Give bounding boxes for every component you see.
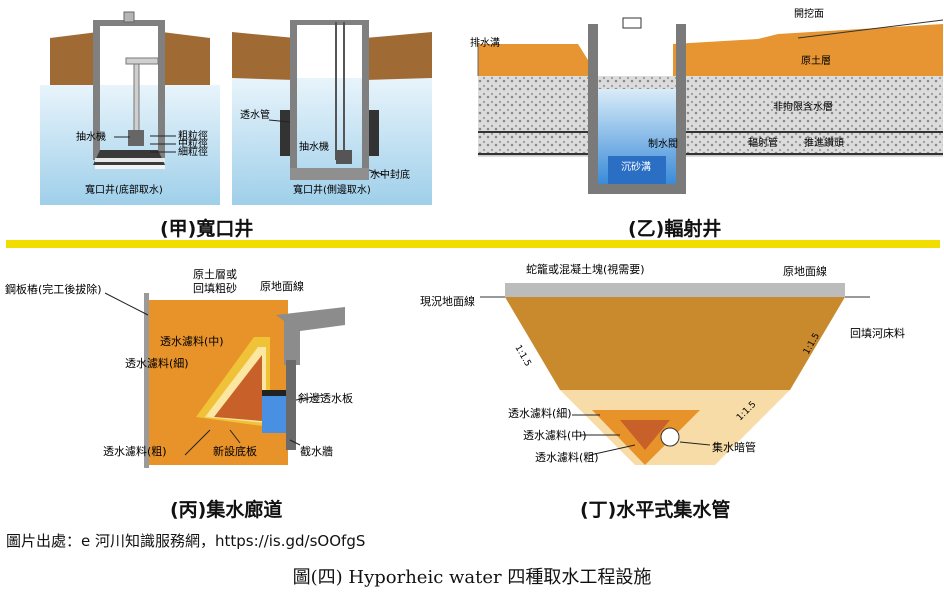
label-ground-line-c: 原地面線 bbox=[260, 279, 304, 293]
label-permeable-pipe: 透水管 bbox=[240, 108, 270, 121]
label-unconfined: 非拘限含水層 bbox=[773, 100, 833, 113]
label-bottom-intake: 寬口井(底部取水) bbox=[85, 183, 163, 196]
label-cutoff-wall: 截水牆 bbox=[300, 444, 333, 458]
caption-panel-a: (甲)寬口井 bbox=[160, 218, 254, 240]
image-source: 圖片出處：e 河川知識服務網，https://is.gd/sOOfgS bbox=[6, 532, 366, 550]
label-original-soil: 原土層 bbox=[801, 54, 831, 67]
label-collector: 集水暗管 bbox=[712, 440, 756, 454]
label-excavation: 開挖面 bbox=[794, 7, 824, 20]
caption-panel-d: (丁)水平式集水管 bbox=[580, 499, 731, 521]
label-ground-line-d: 原地面線 bbox=[783, 264, 827, 278]
label-sheet-pile: 鋼板樁(完工後拔除) bbox=[5, 282, 102, 296]
caption-panel-b: (乙)輻射井 bbox=[628, 218, 722, 240]
wide-well-side-intake bbox=[232, 20, 432, 205]
label-backfill-2: 回填粗砂 bbox=[193, 281, 237, 295]
label-slope-left: 1:1.5 bbox=[512, 344, 532, 369]
label-radial-pipe: 輻射管 bbox=[748, 136, 778, 149]
label-gate: 制水閥 bbox=[648, 137, 678, 150]
label-drill-head: 推進鑽頭 bbox=[804, 136, 844, 149]
label-underwater-seal: 水中封底 bbox=[370, 168, 410, 181]
caption-panel-c: (丙)集水廊道 bbox=[170, 499, 283, 521]
label-new-base: 新設底板 bbox=[213, 444, 257, 458]
label-filter-coarse-c: 透水濾料(粗) bbox=[103, 444, 167, 458]
panel-a-diagram: 抽水機 粗粒徑 中粒徑 細粒徑 寬口井(底部取水) 透水管 抽水機 水中封底 寬… bbox=[40, 11, 432, 205]
label-current-ground: 現況地面線 bbox=[420, 294, 475, 308]
label-sand-trap: 沉砂溝 bbox=[621, 160, 651, 173]
panel-c-diagram: 鋼板樁(完工後拔除) 原土層或 回填粗砂 原地面線 透水濾料(中) 透水濾料(細… bbox=[5, 268, 353, 468]
label-filter-fine-d: 透水濾料(細) bbox=[508, 406, 572, 420]
label-side-intake: 寬口井(側邊取水) bbox=[293, 183, 371, 196]
label-filter-coarse-d: 透水濾料(粗) bbox=[535, 450, 599, 464]
label-coarse: 粗粒徑 bbox=[178, 129, 208, 142]
radial-well bbox=[477, 17, 943, 194]
label-slope-plate: 斜邊透水板 bbox=[298, 391, 353, 405]
label-filter-medium-d: 透水濾料(中) bbox=[523, 428, 587, 442]
horizontal-collector bbox=[480, 283, 870, 465]
label-gabion: 蛇籠或混凝土塊(視需要) bbox=[526, 262, 645, 276]
figure-title: 圖(四) Hyporheic water 四種取水工程設施 bbox=[292, 567, 652, 588]
label-pump-left: 抽水機 bbox=[76, 130, 106, 143]
wide-well-bottom-intake bbox=[40, 11, 220, 205]
label-filter-medium-c: 透水濾料(中) bbox=[160, 334, 224, 348]
label-filter-fine-c: 透水濾料(細) bbox=[125, 356, 189, 370]
label-drain: 排水溝 bbox=[470, 36, 500, 49]
label-backfill-1: 原土層或 bbox=[193, 268, 237, 281]
label-fine: 細粒徑 bbox=[178, 145, 208, 158]
panel-d-diagram: 蛇籠或混凝土塊(視需要) 原地面線 現況地面線 回填河床料 1:1.5 1:1.… bbox=[420, 262, 905, 465]
label-medium: 中粒徑 bbox=[178, 137, 208, 150]
collection-gallery bbox=[104, 292, 345, 468]
panel-b-diagram: 排水溝 開挖面 原土層 非拘限含水層 制水閥 輻射管 推進鑽頭 沉砂溝 bbox=[470, 7, 943, 194]
label-pump-right: 抽水機 bbox=[299, 140, 329, 153]
separator-bar bbox=[6, 240, 940, 248]
label-riverbed-fill: 回填河床料 bbox=[850, 326, 905, 340]
